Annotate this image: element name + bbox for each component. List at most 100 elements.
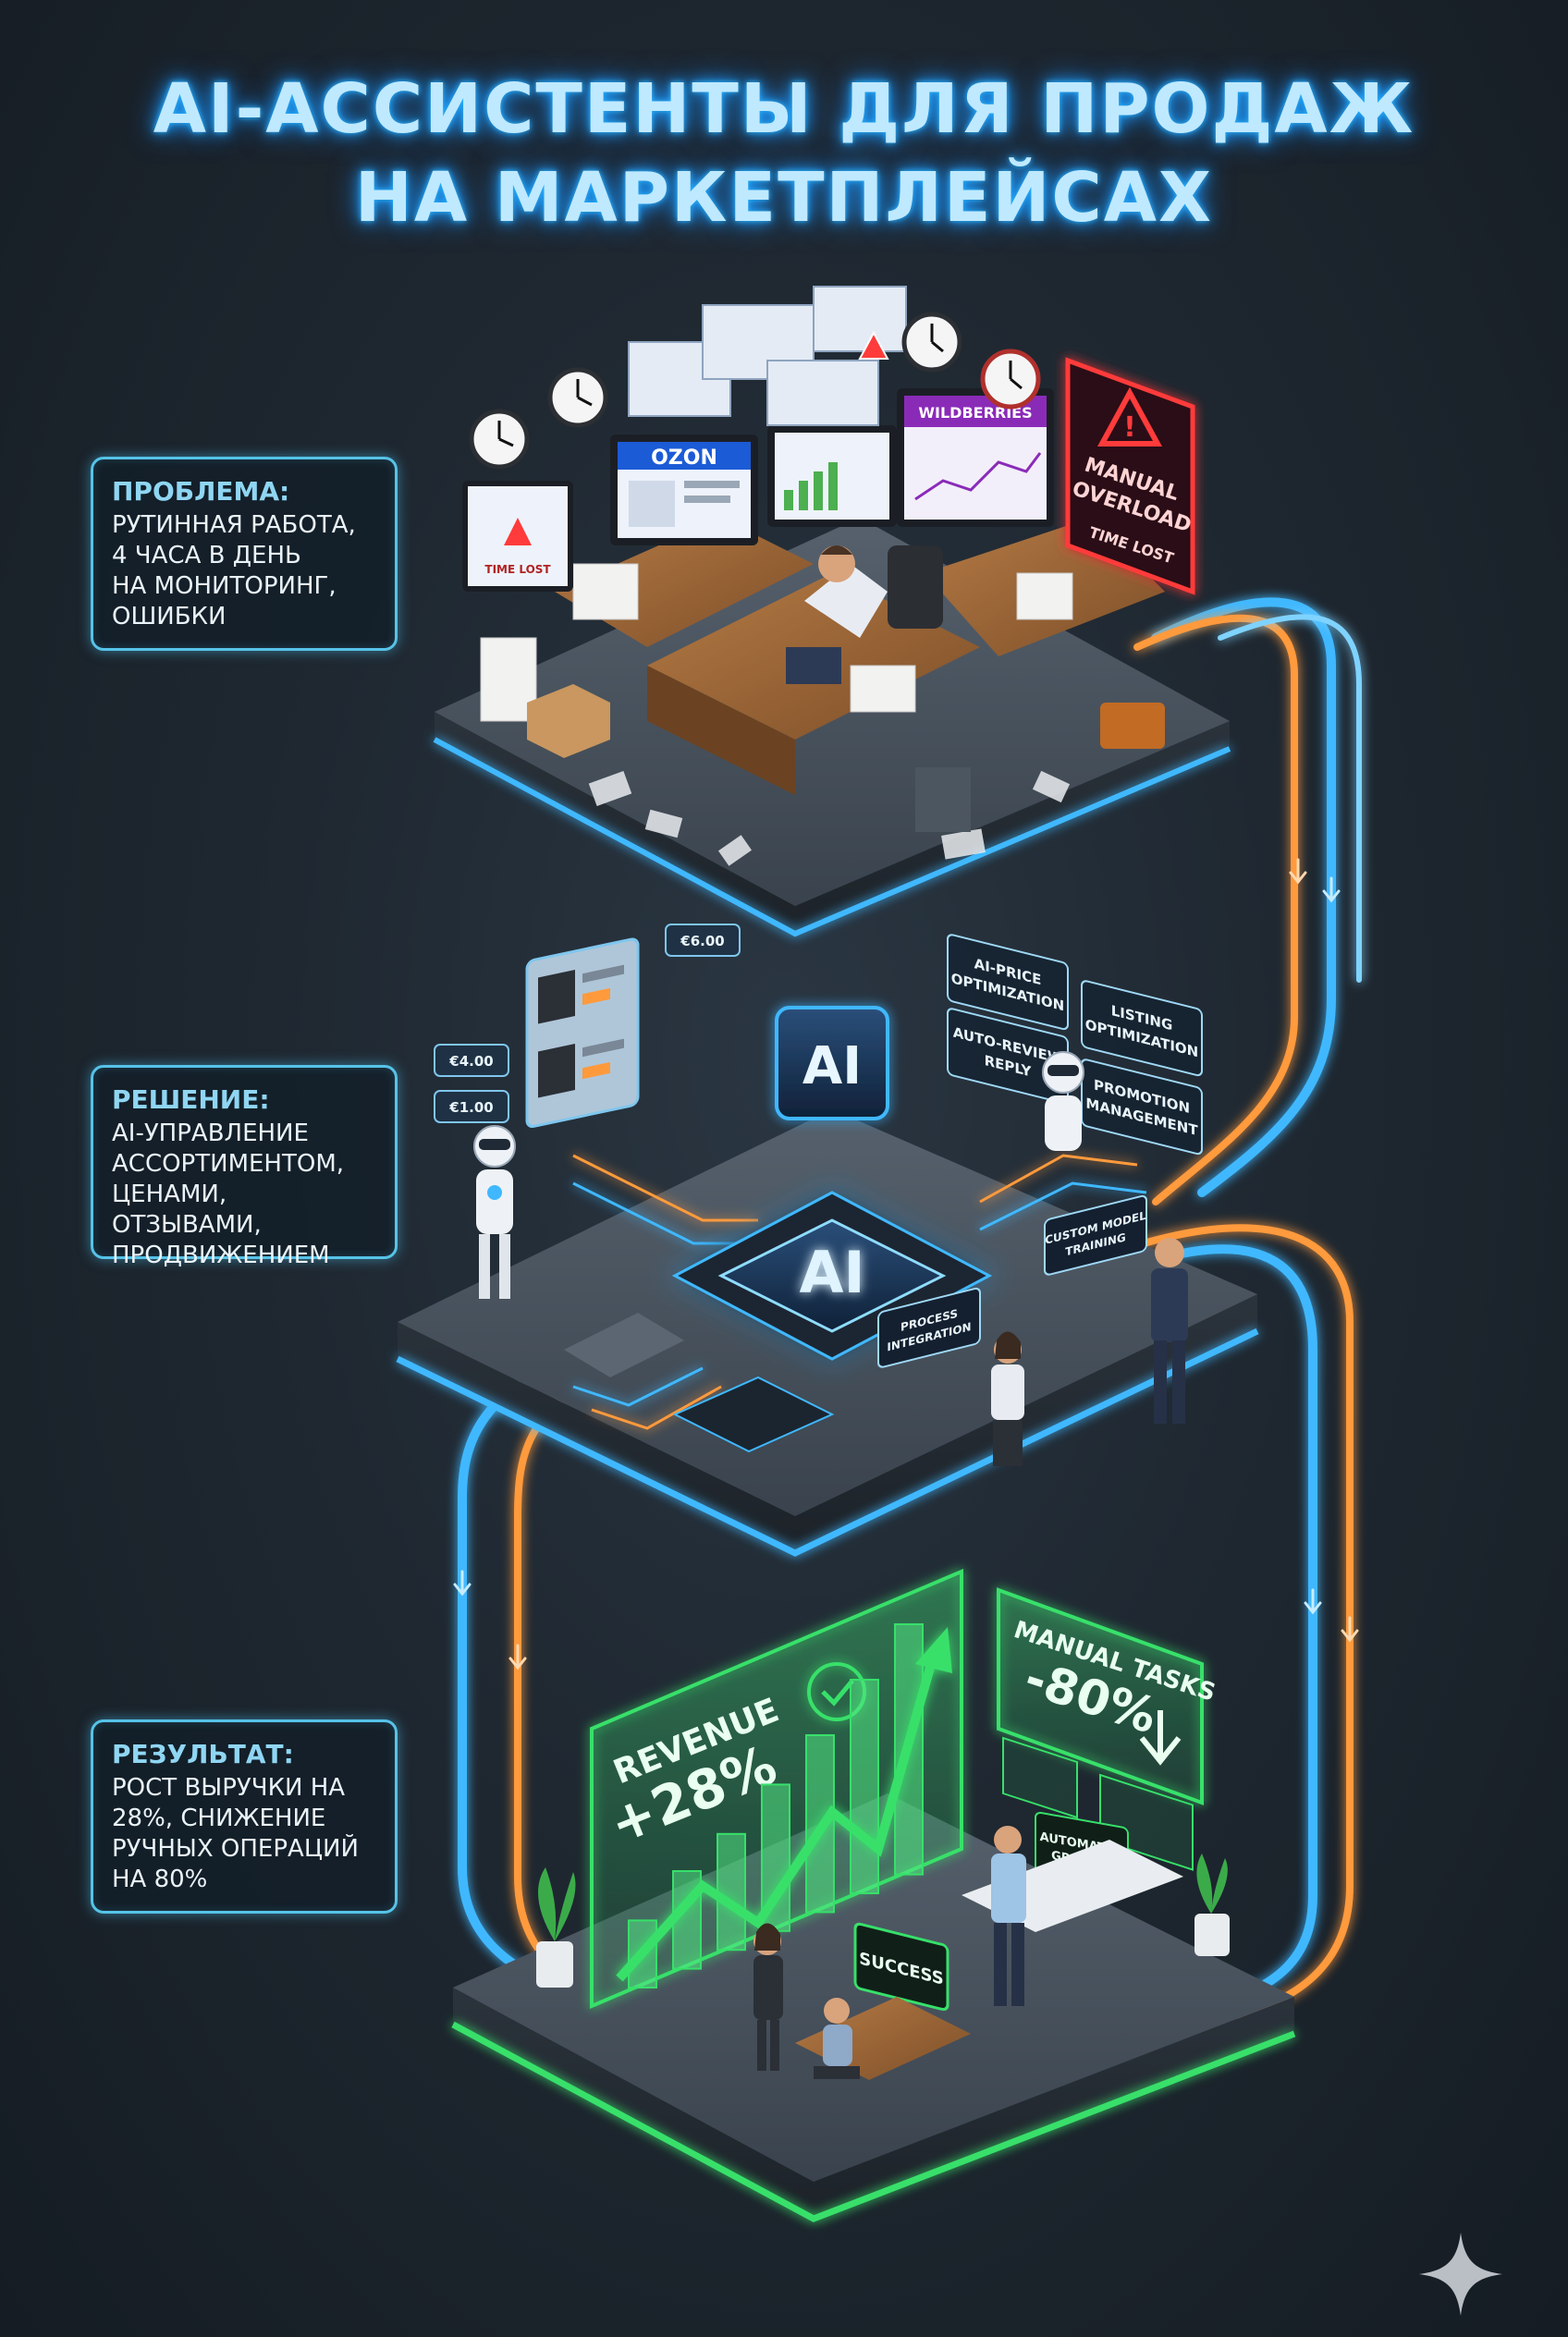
solution-line: АССОРТИМЕНТОМ, <box>112 1150 345 1178</box>
price-tags: €6.00 €4.00 €1.00 <box>434 924 741 1123</box>
growth-arrow <box>616 1653 938 1982</box>
feature-panels: AI-PRICE OPTIMIZATION AUTO-REVIEW REPLY … <box>947 934 1203 1156</box>
monitor-ozon: OZON <box>610 434 758 545</box>
title-line-2: НА МАРКЕТПЛЕЙСАХ <box>354 158 1214 238</box>
layer-problem: OZON WILDBERRIES TIME LOST <box>433 286 1231 937</box>
solution-line: ПРОДВИЖЕНИЕМ <box>112 1242 330 1269</box>
stressed-worker <box>786 545 943 684</box>
process-integration-screen: PROCESS INTEGRATION <box>877 1287 981 1368</box>
paper-stack <box>850 665 916 713</box>
time-lost-small: TIME LOST <box>484 563 551 576</box>
problem-heading: ПРОБЛЕМА: <box>112 476 290 507</box>
platform-problem-glow <box>433 737 1231 937</box>
problem-line: 4 ЧАСА В ДЕНЬ <box>112 542 301 569</box>
result-line: РОСТ ВЫРУЧКИ НА <box>112 1774 346 1802</box>
panel-listing: LISTING OPTIMIZATION <box>1081 980 1203 1077</box>
result-heading: РЕЗУЛЬТАТ: <box>112 1739 294 1769</box>
paper-stack <box>1016 572 1073 620</box>
pipe-blue-right-lower <box>1160 1244 1317 2011</box>
chip-floating <box>775 1006 889 1120</box>
custom-model-screen: CUSTOM MODEL TRAINING <box>1044 1194 1147 1276</box>
result-box: РЕЗУЛЬТАТ: РОСТ ВЫРУЧКИ НА 28%, СНИЖЕНИЕ… <box>91 1719 398 1914</box>
alert-icon <box>858 330 889 360</box>
flow-arrow <box>1289 858 1307 885</box>
robot-left <box>473 1125 516 1299</box>
chip-core <box>717 1218 947 1333</box>
plant-right <box>1194 1854 1230 1956</box>
success-screen: SUCCESS <box>853 1922 949 2012</box>
revenue-bar <box>850 1679 879 1894</box>
person-seated <box>814 1998 860 2079</box>
platform-solution-glow <box>396 1328 1259 1557</box>
result-line: РУЧНЫХ ОПЕРАЦИЙ <box>112 1835 359 1863</box>
svg-text:!: ! <box>1123 411 1136 444</box>
pipe-orange-right-lower <box>1124 1224 1354 2019</box>
page-title: AI-АССИСТЕНТЫ ДЛЯ ПРОДАЖ НА МАРКЕТПЛЕЙСА… <box>0 65 1568 242</box>
panel-promotion: PROMOTION MANAGEMENT <box>1081 1058 1203 1156</box>
solution-heading: РЕШЕНИЕ: <box>112 1084 270 1115</box>
layer-solution: AI AI AI-PRICE OPTIMIZATION AUTO-REVIEW … <box>396 924 1259 1557</box>
monitor-wildberries: WILDBERRIES <box>897 388 1054 527</box>
tablet-device <box>672 1376 835 1453</box>
problem-line: РУТИННАЯ РАБОТА, <box>112 511 356 539</box>
chip-top-label: AI <box>802 1036 862 1096</box>
solution-line: ЦЕНАМИ, ОТЗЫВАМИ, <box>112 1181 262 1239</box>
result-line: НА 80% <box>112 1866 208 1893</box>
flow-arrow <box>1341 1616 1359 1643</box>
layer-result: REVENUE +28% MANUAL TASKS -80% AUTOMATED… <box>451 1568 1296 2222</box>
floating-windows <box>628 286 907 426</box>
trash-bin <box>915 767 971 832</box>
solution-text: AI-УПРАВЛЕНИЕ АССОРТИМЕНТОМ, ЦЕНАМИ, ОТЗ… <box>112 1119 376 1271</box>
panel-review: AUTO-REVIEW REPLY <box>947 1008 1069 1105</box>
revenue-bar <box>717 1832 746 1952</box>
product-panel <box>525 937 640 1129</box>
robot-right <box>1042 1051 1084 1151</box>
person-businessman <box>1151 1238 1188 1424</box>
pipe-blue-right <box>1151 597 1336 1197</box>
solution-line: AI-УПРАВЛЕНИЕ <box>112 1120 309 1147</box>
sparkle-icon <box>1419 2233 1502 2316</box>
mini-chart <box>1002 1736 1078 1819</box>
warning-icon <box>1096 386 1163 447</box>
desk-main-front <box>647 666 795 795</box>
flow-arrow <box>1304 1588 1322 1615</box>
problem-line: ОШИБКИ <box>112 603 227 630</box>
plant-left <box>536 1867 576 1988</box>
result-line: 28%, СНИЖЕНИЕ <box>112 1805 326 1832</box>
solution-box: РЕШЕНИЕ: AI-УПРАВЛЕНИЕ АССОРТИМЕНТОМ, ЦЕ… <box>91 1065 398 1269</box>
platform-solution-side <box>398 1294 1257 1553</box>
revenue-bars <box>628 1623 924 1988</box>
growth-arrow-head <box>915 1627 952 1673</box>
title-line-1: AI-АССИСТЕНТЫ ДЛЯ ПРОДАЖ <box>153 69 1415 149</box>
flow-arrow <box>453 1570 472 1597</box>
problem-box: ПРОБЛЕМА: РУТИННАЯ РАБОТА, 4 ЧАСА В ДЕНЬ… <box>91 457 398 651</box>
price-tag: €4.00 <box>448 1053 493 1070</box>
platform-result-glow <box>451 2021 1296 2222</box>
manual-overload-sign: ! MANUAL OVERLOAD TIME LOST <box>1065 357 1195 595</box>
price-tag: €1.00 <box>448 1099 493 1116</box>
wall-clocks <box>469 312 1041 470</box>
problem-text: РУТИННАЯ РАБОТА, 4 ЧАСА В ДЕНЬ НА МОНИТО… <box>112 510 376 632</box>
result-text: РОСТ ВЫРУЧКИ НА 28%, СНИЖЕНИЕ РУЧНЫХ ОПЕ… <box>112 1773 376 1895</box>
paper-stack <box>572 563 639 620</box>
briefcase <box>1100 703 1165 749</box>
circuit-traces <box>572 1154 1147 1430</box>
person-analyst <box>991 1826 1026 2006</box>
arrow-down-icon <box>1139 1710 1182 1766</box>
scattered-papers <box>588 770 1071 866</box>
wildberries-label: WILDBERRIES <box>918 404 1032 422</box>
panel-price: AI-PRICE OPTIMIZATION <box>947 934 1069 1031</box>
chip-main-label: AI <box>799 1239 864 1306</box>
pipe-orange-right <box>1133 614 1298 1205</box>
monitor-left: TIME LOST <box>462 481 573 592</box>
flow-arrow <box>1322 876 1341 903</box>
monitor-center <box>767 425 897 527</box>
person-businesswoman <box>991 1331 1024 1466</box>
cardboard-box <box>527 684 610 758</box>
flow-arrow <box>508 1644 527 1670</box>
ozon-label: OZON <box>651 447 717 470</box>
price-tag: €6.00 <box>680 933 724 949</box>
pipe-blue-right-2 <box>1218 614 1362 983</box>
router-device <box>564 1313 684 1377</box>
